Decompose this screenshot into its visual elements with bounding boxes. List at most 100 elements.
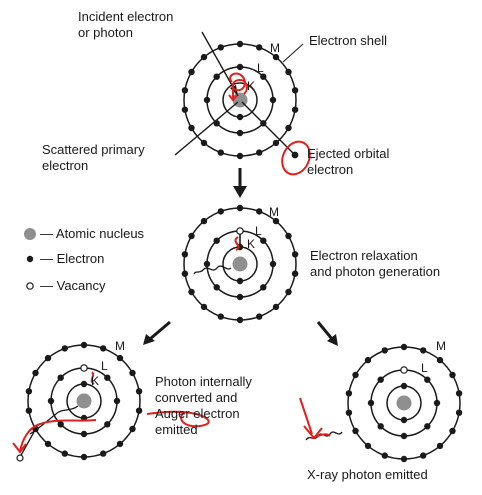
shell-electron — [420, 347, 427, 354]
shell-electron — [217, 149, 224, 156]
label-relaxation: Electron relaxation and photon generatio… — [310, 248, 440, 280]
label-internal: Photon internally converted and Auger el… — [155, 374, 252, 438]
m-shell-electrons — [345, 343, 463, 463]
ejected-track — [241, 101, 296, 156]
l-shell-vacancy — [400, 366, 408, 374]
shell-electron — [291, 87, 299, 94]
shell-electron — [188, 288, 195, 296]
shell-electron — [381, 452, 388, 459]
shell-electron — [364, 442, 372, 450]
shell-electron — [260, 284, 267, 291]
shell-electron — [377, 423, 384, 430]
shell-electron — [44, 440, 52, 448]
shell-electron — [80, 341, 88, 349]
label-incident-line2: or photon — [78, 25, 133, 40]
shell-electron — [129, 425, 136, 433]
shell-electron — [436, 356, 444, 364]
shell-electron — [213, 237, 220, 244]
shell-electron — [291, 270, 299, 277]
process-arrow-left — [149, 320, 171, 341]
red-scribble-auger — [146, 410, 210, 428]
shell-electron — [200, 303, 208, 311]
shell-electron — [200, 217, 208, 225]
shell-electron — [291, 106, 299, 113]
shell-electron — [256, 149, 263, 156]
shell-electron — [44, 354, 52, 362]
red-circle-ejected — [281, 140, 311, 176]
shell-letter-k: K — [247, 237, 255, 251]
shell-electron — [256, 313, 263, 320]
shell-electron — [260, 237, 267, 244]
red-annotation-arrow — [90, 371, 95, 385]
shell-electron — [217, 313, 224, 320]
shell-electron — [269, 96, 277, 104]
label-scattered: Scattered primary electron — [42, 142, 145, 174]
shell-electron — [213, 73, 220, 80]
process-arrow-right — [316, 321, 334, 340]
label-ejected: Ejected orbital electron — [307, 146, 389, 178]
shell-electron — [57, 374, 64, 381]
shell-electron — [367, 399, 375, 407]
shell-electron — [129, 369, 136, 377]
shell-electron — [236, 129, 244, 137]
k-shell-electron — [400, 416, 408, 424]
auger-electron — [16, 454, 24, 462]
shell-electron — [236, 316, 244, 324]
shell-electron — [236, 63, 244, 71]
shell-electron — [272, 217, 280, 225]
shell-electron — [345, 409, 353, 416]
shell-electron — [449, 427, 456, 435]
shell-electron — [285, 288, 292, 296]
shell-electron — [188, 124, 195, 132]
atomic-nucleus — [232, 256, 248, 272]
shell-leader-line — [282, 43, 304, 63]
red-relaxation-arrow — [234, 236, 240, 251]
k-shell-electron — [236, 113, 244, 121]
shell-electron — [113, 397, 121, 405]
shell-electron — [217, 44, 224, 51]
red-annotation-arrow — [228, 84, 238, 102]
shell-electron — [455, 409, 463, 416]
shell-electron — [236, 152, 244, 160]
shell-letter-m: M — [270, 41, 280, 55]
shell-electron — [135, 388, 143, 395]
shell-electron — [104, 421, 111, 428]
k-shell-electron — [400, 382, 408, 390]
shell-letter-l: L — [257, 61, 264, 75]
label-internal-line3: Auger electron — [155, 406, 240, 421]
shell-electron — [104, 374, 111, 381]
shell-electron — [100, 450, 107, 457]
l-shell-vacancy — [236, 227, 244, 235]
red-auger-path — [19, 419, 97, 453]
shell-electron — [181, 251, 189, 258]
shell-electron — [449, 371, 456, 379]
shell-electron — [135, 407, 143, 414]
atomic-nucleus — [76, 393, 92, 409]
label-incident-line1: Incident electron — [78, 9, 174, 24]
label-internal-line4: emitted — [155, 422, 198, 437]
scattered-track — [174, 101, 239, 156]
shell-letter-k: K — [91, 374, 99, 388]
shell-electron — [236, 204, 244, 212]
shell-electron — [400, 343, 408, 351]
shell-electron — [25, 407, 33, 414]
atomic-nucleus — [396, 395, 412, 411]
k-shell-electron — [236, 277, 244, 285]
shell-letter-m: M — [436, 339, 446, 353]
l-shell-electrons — [367, 376, 441, 440]
l-shell-electrons — [203, 237, 277, 301]
shell-electron — [80, 453, 88, 461]
label-internal-line1: Photon internally — [155, 374, 252, 389]
red-auger-arrowhead — [12, 442, 27, 454]
shell-electron — [61, 345, 68, 352]
ejected-electron — [291, 151, 299, 159]
shell-electron — [291, 251, 299, 258]
shell-electron — [181, 106, 189, 113]
l-shell-vacancy — [80, 364, 88, 372]
shell-electron — [57, 421, 64, 428]
photon-wavy — [193, 265, 232, 275]
shell-electron — [272, 53, 280, 61]
shell-letter-l: L — [255, 224, 262, 238]
shell-electron — [236, 40, 244, 48]
